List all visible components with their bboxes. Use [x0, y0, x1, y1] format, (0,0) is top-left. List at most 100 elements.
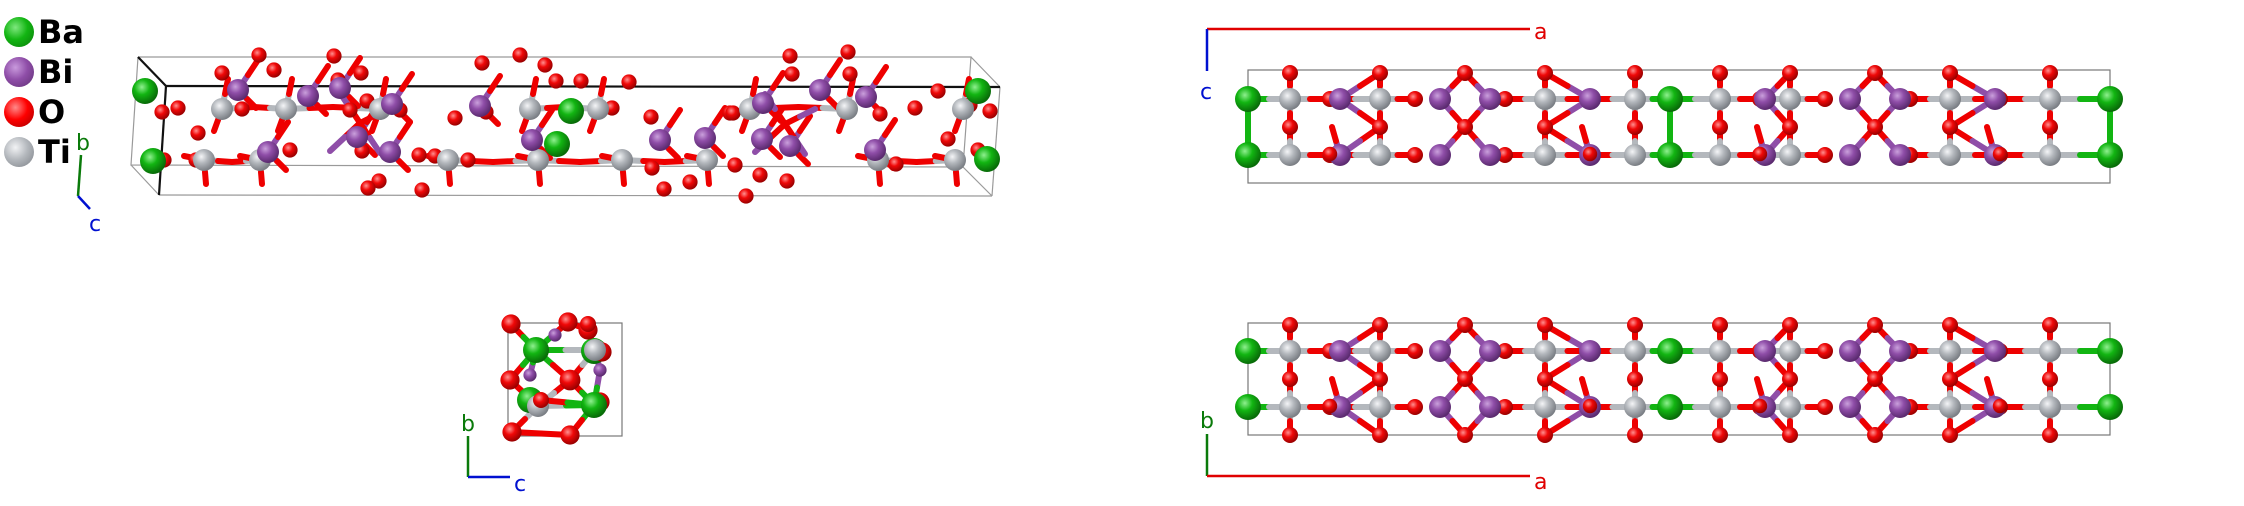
o-atom-icon — [1942, 119, 1958, 135]
ti-atom-icon — [275, 98, 297, 120]
o-atom-icon — [580, 316, 596, 332]
bi-atom-icon — [1754, 340, 1776, 362]
o-atom-icon — [360, 180, 376, 196]
bond — [796, 152, 811, 167]
o-atom-icon — [842, 66, 858, 82]
ba-atom-icon — [1657, 142, 1683, 168]
bi-atom-icon — [1889, 396, 1911, 418]
bi-atom-icon — [751, 128, 773, 150]
bond — [222, 76, 231, 97]
ti-atom-icon — [1939, 340, 1961, 362]
bond — [770, 70, 786, 91]
ti-atom-icon — [1624, 88, 1646, 110]
ti-atom-icon — [1279, 144, 1301, 166]
bi-atom-icon — [1579, 88, 1601, 110]
ti-atom-icon — [696, 149, 718, 171]
o-atom-icon — [1942, 65, 1958, 81]
o-atom-icon — [1627, 65, 1643, 81]
o-atom-icon — [1497, 399, 1513, 415]
bond — [739, 117, 749, 134]
bi-atom-icon — [521, 129, 543, 151]
bi-atom-icon — [864, 139, 886, 161]
bi-atom-icon — [855, 86, 877, 108]
o-atom-icon — [621, 74, 637, 90]
o-atom-icon — [170, 100, 186, 116]
o-atom-icon — [779, 173, 795, 189]
bond — [882, 117, 898, 138]
bi-atom-icon — [1429, 88, 1451, 110]
o-atom-icon — [266, 62, 282, 78]
ti-atom-icon — [1709, 88, 1731, 110]
bi-atom-icon — [1479, 144, 1501, 166]
o-atom-icon — [326, 48, 342, 64]
o-atom-icon — [1712, 65, 1728, 81]
ba-atom-icon — [581, 392, 607, 418]
bond — [367, 135, 383, 156]
o-atom-icon — [1782, 427, 1798, 443]
o-atom-icon — [154, 104, 170, 120]
axis-c-label: c — [514, 472, 526, 497]
o-atom-icon — [1582, 146, 1598, 162]
o-atom-icon — [447, 110, 463, 126]
bi-atom-icon — [469, 95, 491, 117]
bi-atom-icon — [297, 85, 319, 107]
o-atom-icon — [907, 100, 923, 116]
ti-atom-icon — [952, 98, 974, 120]
o-atom-icon — [4, 97, 34, 127]
axis-b-label: b — [1200, 409, 1214, 434]
legend-item-ti: Ti — [4, 132, 84, 172]
bi-atom-icon — [1329, 88, 1351, 110]
o-atom-icon — [371, 173, 387, 189]
axis-b-label: b — [461, 412, 475, 437]
o-atom-icon — [474, 55, 490, 71]
o-atom-icon — [560, 425, 580, 445]
ba-atom-icon — [4, 17, 34, 47]
ti-atom-icon — [611, 149, 633, 171]
ba-atom-icon — [1657, 338, 1683, 364]
ba-atom-icon — [2097, 86, 2123, 112]
o-atom-icon — [1817, 91, 1833, 107]
bond — [396, 158, 411, 173]
bond — [705, 169, 712, 187]
bond — [768, 145, 783, 160]
ti-atom-icon — [1534, 88, 1556, 110]
o-atom-icon — [190, 125, 206, 141]
o-atom-icon — [656, 181, 672, 197]
ti-atom-icon — [1369, 340, 1391, 362]
o-atom-icon — [725, 105, 741, 121]
ba-atom-icon — [1235, 338, 1261, 364]
bond — [1329, 376, 1339, 396]
ti-atom-icon — [1624, 396, 1646, 418]
o-atom-icon — [2042, 65, 2058, 81]
ti-atom-icon — [2039, 88, 2061, 110]
ti-atom-icon — [519, 98, 541, 120]
o-atom-icon — [2042, 317, 2058, 333]
bond — [315, 63, 331, 84]
o-atom-icon — [1817, 399, 1833, 415]
o-atom-icon — [1782, 317, 1798, 333]
axis-indicator-perspective: b c — [76, 131, 101, 237]
bond — [211, 117, 221, 134]
bi-atom-icon — [1839, 340, 1861, 362]
ti-atom-icon — [1279, 340, 1301, 362]
legend-label: O — [38, 93, 66, 131]
o-atom-icon — [1752, 146, 1768, 162]
bond — [577, 158, 604, 165]
legend-item-bi: Bi — [4, 52, 84, 92]
bond — [1984, 124, 1994, 144]
ba-atom-icon — [523, 337, 549, 363]
o-atom-icon — [1627, 371, 1643, 387]
ba-atom-icon — [1235, 142, 1261, 168]
ti-atom-icon — [587, 98, 609, 120]
bi-atom-icon — [752, 92, 774, 114]
bond — [556, 158, 583, 165]
ti-atom-icon — [836, 98, 858, 120]
o-atom-icon — [282, 142, 298, 158]
axis-c-line — [77, 195, 91, 210]
ti-atom-icon — [1534, 396, 1556, 418]
o-atom-icon — [1867, 371, 1883, 387]
bi-atom-icon — [1329, 340, 1351, 362]
perspective-view — [130, 44, 1001, 204]
o-atom-icon — [1372, 65, 1388, 81]
